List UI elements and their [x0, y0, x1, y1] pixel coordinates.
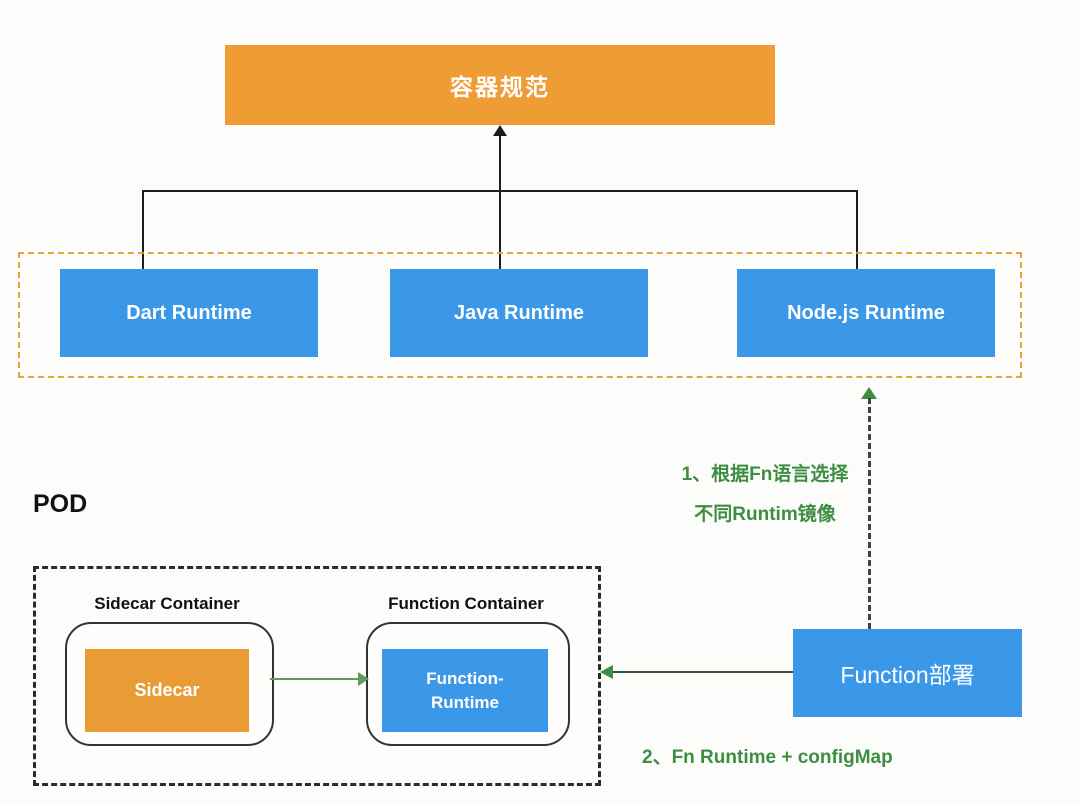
container-spec-node: 容器规范 [225, 45, 775, 125]
nodejs-runtime-node: Node.js Runtime [737, 269, 995, 357]
annotation-select-runtime: 1、根据Fn语言选择 不同Runtim镜像 [681, 464, 849, 525]
function-runtime-node: Function- Runtime [382, 649, 548, 732]
connector-left-vertical [142, 190, 144, 271]
arrow-up-icon [493, 125, 507, 136]
connector-center-vertical [499, 135, 501, 271]
dart-runtime-node: Dart Runtime [60, 269, 318, 357]
sidecar-to-function-line [270, 678, 360, 680]
sidecar-node: Sidecar [85, 649, 249, 732]
pod-dashed-box [33, 566, 601, 786]
connector-horizontal [142, 190, 858, 192]
deploy-to-runtime-dashed-line [868, 398, 871, 629]
pod-label: POD [33, 490, 88, 518]
annotation-fn-runtime-configmap: 2、Fn Runtime + configMap [642, 747, 893, 768]
java-runtime-node: Java Runtime [390, 269, 648, 357]
function-deploy-node: Function部署 [793, 629, 1022, 717]
deploy-to-pod-line [612, 671, 793, 673]
arrow-up-green-icon [861, 387, 877, 399]
function-container-label: Function Container [388, 594, 544, 613]
connector-right-vertical [856, 190, 858, 271]
sidecar-container-label: Sidecar Container [94, 594, 240, 613]
runtime-group-box [18, 252, 1022, 378]
arrow-right-green-icon [358, 672, 369, 686]
arrow-left-green-icon [600, 665, 613, 679]
